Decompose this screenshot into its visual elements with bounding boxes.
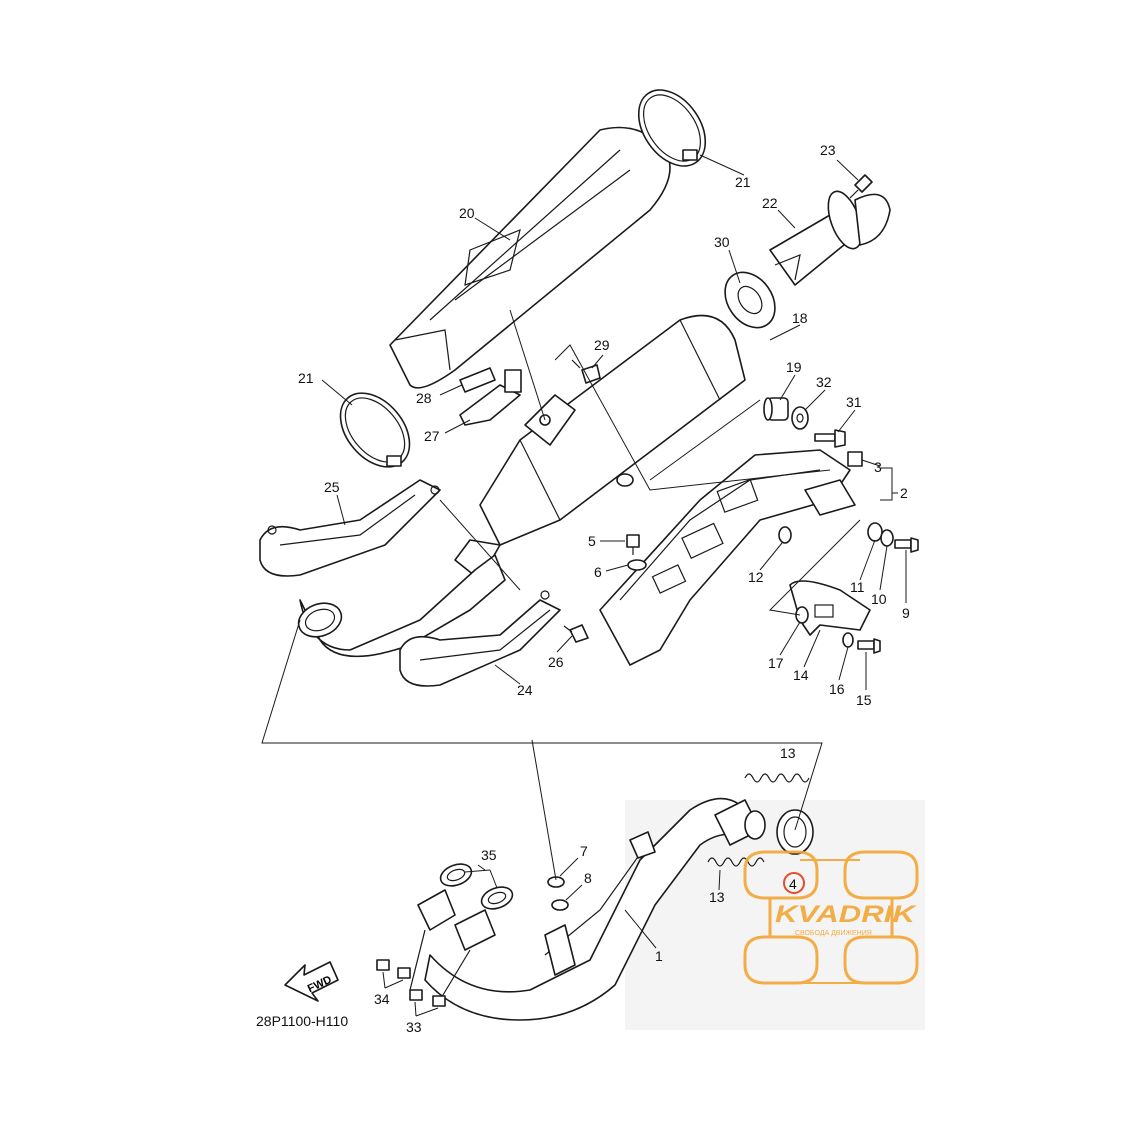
collar-17 [795, 606, 809, 624]
watermark-tagline: СВОБОДА ДВИЖЕНИЯ [795, 930, 872, 937]
washers-10-11 [867, 522, 894, 547]
callout-13-upper: 13 [780, 745, 796, 761]
callout-14: 14 [793, 667, 809, 683]
callout-34: 34 [374, 991, 390, 1007]
washer-6 [627, 559, 647, 571]
callout-24: 24 [517, 682, 533, 698]
callout-10: 10 [871, 591, 887, 607]
gaskets-35 [439, 863, 514, 910]
callout-28: 28 [416, 390, 432, 406]
callout-19: 19 [786, 359, 802, 375]
bolt-23 [849, 174, 873, 199]
callout-7: 7 [580, 843, 588, 859]
bracket-14 [789, 580, 871, 636]
callout-8: 8 [584, 870, 592, 886]
washer-16 [842, 632, 854, 648]
collar-12 [778, 526, 792, 544]
callout-32: 32 [816, 374, 832, 390]
callout-6: 6 [594, 564, 602, 580]
callout-4: 4 [789, 876, 797, 892]
exhaust-pipe-upper [297, 554, 506, 658]
spring-13-upper [744, 773, 810, 783]
callout-1: 1 [655, 948, 663, 964]
guard-2 [599, 449, 856, 666]
protector-24 [399, 590, 561, 687]
exhaust-pipe-lower [424, 797, 766, 1021]
callout-5: 5 [588, 533, 596, 549]
callout-9: 9 [902, 605, 910, 621]
callout-23: 23 [820, 142, 836, 158]
tail-pipe [769, 190, 891, 286]
nuts-34 [376, 959, 411, 979]
assembly-guide-lines [261, 309, 861, 881]
washer-32 [791, 406, 809, 430]
callout-26: 26 [548, 654, 564, 670]
atv-wheel-icon [743, 850, 919, 985]
callout-25: 25 [324, 479, 340, 495]
callout-35: 35 [481, 847, 497, 863]
clip-3 [847, 451, 863, 467]
callout-labels: 21 20 23 22 30 18 19 32 31 29 28 27 21 2… [298, 142, 910, 1035]
header-pipes [409, 889, 496, 1001]
diagram-code: 28P1100-H110 [256, 1013, 348, 1029]
bolt-31 [814, 429, 846, 448]
callout-27: 27 [424, 428, 440, 444]
callout-22: 22 [762, 195, 778, 211]
gasket-30 [724, 271, 776, 329]
clamp-upper [637, 89, 707, 167]
clamp-left [339, 392, 411, 468]
callout-15: 15 [856, 692, 872, 708]
nuts-33 [409, 989, 446, 1007]
damper-28 [459, 367, 496, 393]
callout-20: 20 [459, 205, 475, 221]
callout-18: 18 [792, 310, 808, 326]
callout-29: 29 [594, 337, 610, 353]
watermark-highlight-ring [783, 872, 805, 894]
watermark-brand: KVADRIK [775, 901, 917, 928]
bolt-9 [894, 537, 919, 553]
callout-33: 33 [406, 1019, 422, 1035]
callout-30: 30 [714, 234, 730, 250]
fwd-arrow-icon: FWD [284, 961, 339, 1002]
protector-25 [259, 479, 441, 577]
callout-21-upper: 21 [735, 174, 751, 190]
heat-shield-upper [389, 126, 671, 389]
rubber-19 [763, 397, 789, 421]
seal-ring-4 [776, 809, 814, 855]
callout-31: 31 [846, 394, 862, 410]
spring-13-lower [707, 857, 765, 867]
callout-2: 2 [900, 485, 908, 501]
bolt-5 [626, 534, 640, 555]
callout-leaders [321, 154, 907, 1017]
bolt-15 [857, 638, 881, 654]
callout-3: 3 [874, 459, 882, 475]
washers-7-8 [547, 876, 569, 911]
kvadrik-watermark: KVADRIK СВОБОДА ДВИЖЕНИЯ [743, 850, 919, 985]
callout-21-left: 21 [298, 370, 314, 386]
callout-11: 11 [850, 579, 865, 595]
bolt-29 [571, 359, 601, 384]
screw-26 [563, 624, 589, 643]
callout-16: 16 [829, 681, 845, 697]
callout-13-lower: 13 [709, 889, 725, 905]
callout-17: 17 [768, 655, 784, 671]
muffler-bracket [524, 394, 576, 446]
callout-12: 12 [748, 569, 764, 585]
